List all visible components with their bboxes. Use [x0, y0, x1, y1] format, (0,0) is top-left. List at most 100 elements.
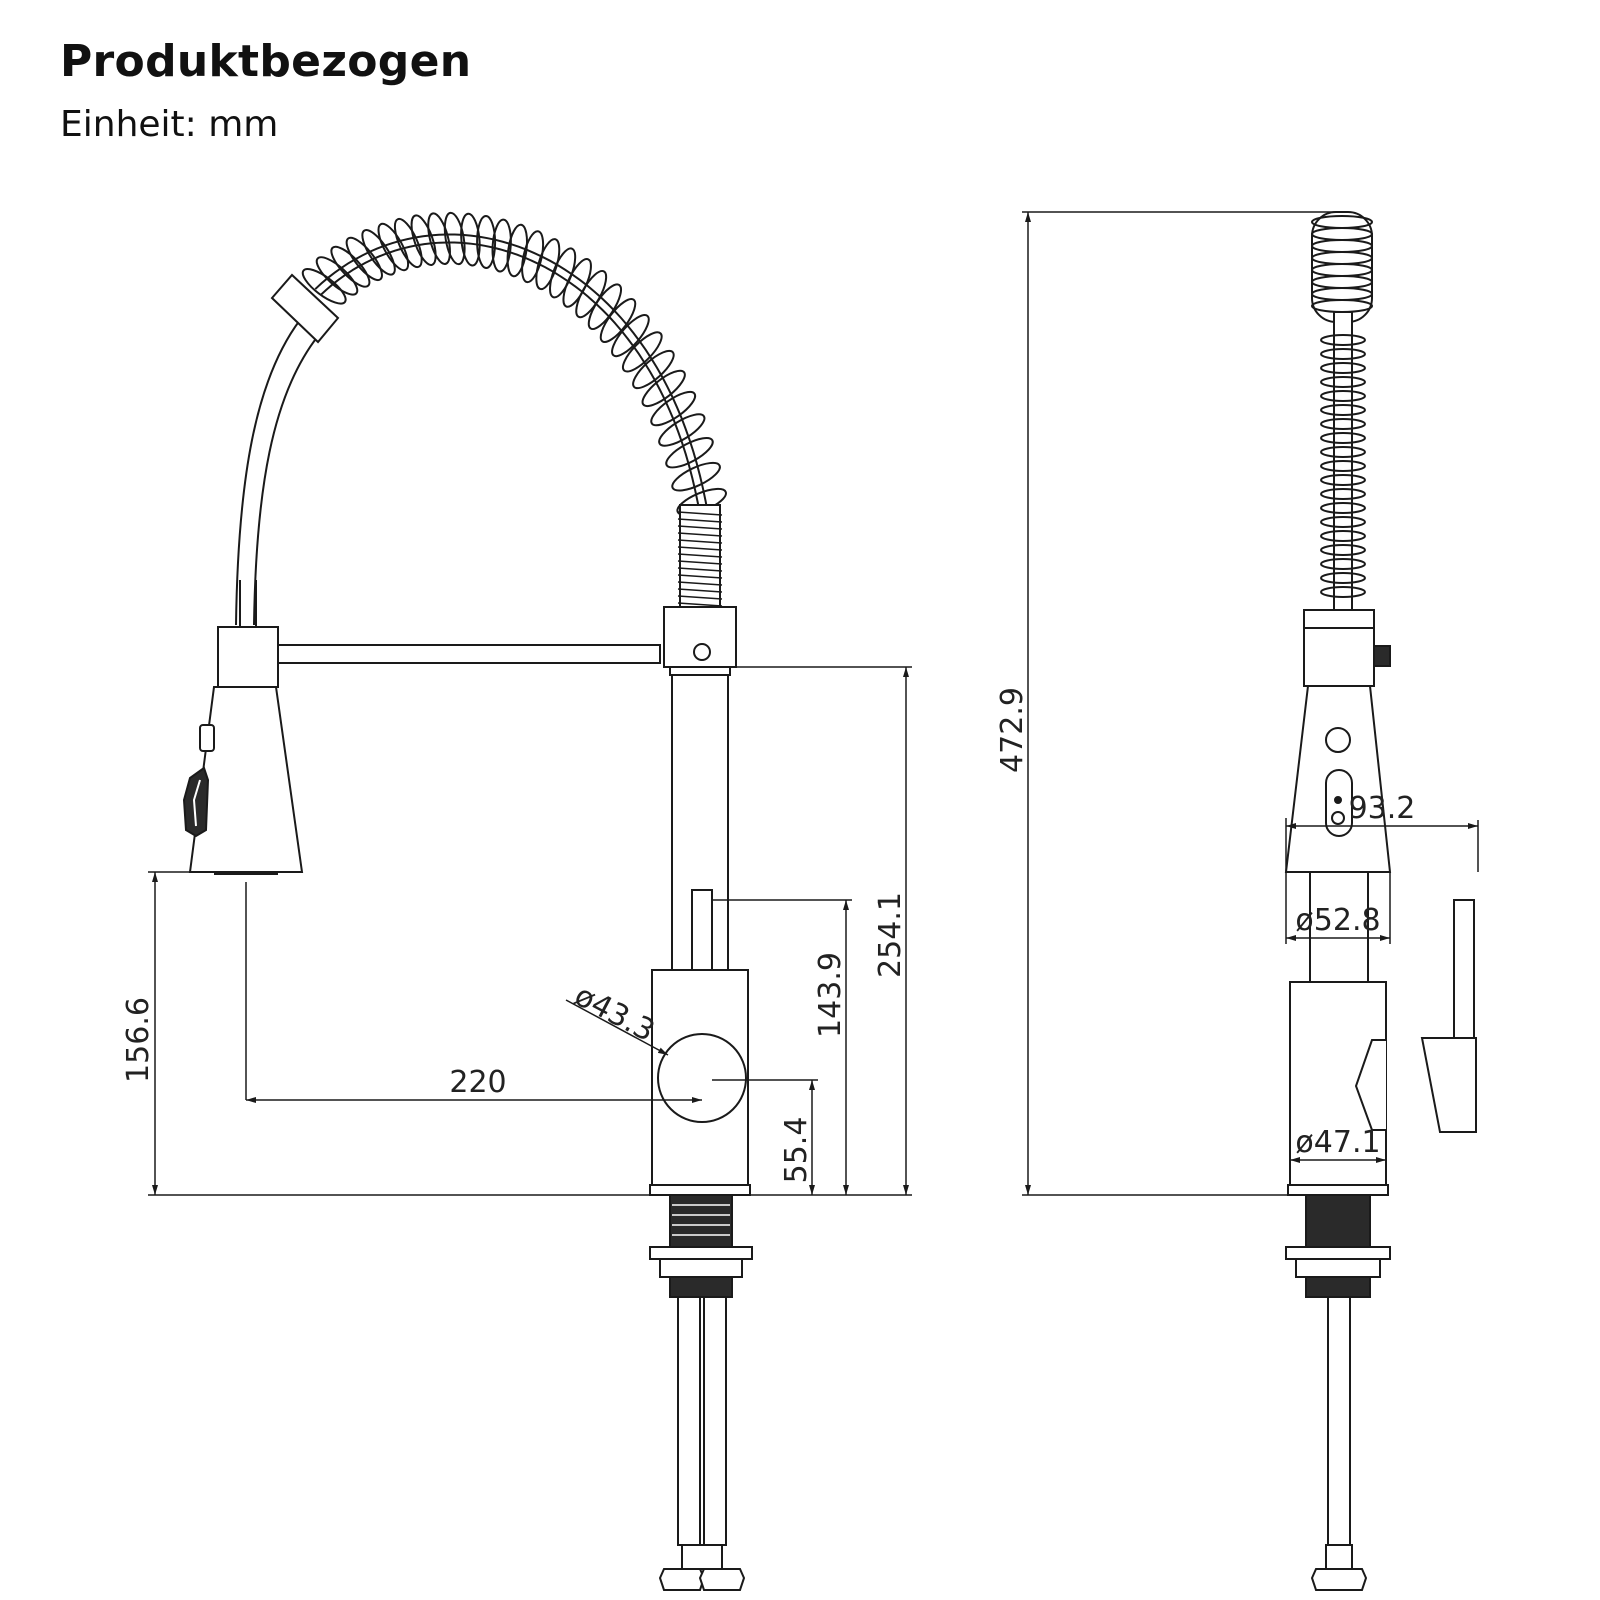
spring-base-turn — [677, 602, 723, 607]
spring-coil-turn — [665, 436, 714, 469]
spring-base-turn — [677, 560, 723, 565]
spring-coil-turn — [671, 461, 721, 492]
side-coil-turn — [1320, 502, 1366, 514]
spring-coil-turn — [330, 245, 371, 288]
spring-base-turn — [677, 546, 723, 551]
side-coil-turn — [1320, 572, 1366, 584]
side-lever-base — [1420, 1037, 1477, 1133]
side-dimension-labels: 472.9 93.2 ø52.8 ø47.1 — [995, 687, 1415, 1160]
hose-nut-left — [658, 1568, 706, 1591]
side-coil-turn — [1320, 488, 1366, 500]
spring-coil-turn — [315, 256, 359, 296]
spring-base-turn — [677, 539, 723, 544]
front-view — [182, 211, 753, 1591]
spring-coil-turn — [460, 212, 481, 267]
dim-sprayer-diameter: ø52.8 — [1295, 903, 1380, 938]
spring-base-turn — [677, 518, 723, 523]
side-view — [1284, 211, 1477, 1591]
front-dimension-labels: 156.6 220 254.1 143.9 55.4 ø43.3 — [121, 892, 908, 1183]
mounting-washer — [649, 1246, 753, 1260]
supply-hose-left — [677, 1296, 701, 1546]
spring-base-turn — [677, 581, 723, 586]
side-coil-turn — [1320, 530, 1366, 542]
spring-base-turn — [677, 588, 723, 593]
side-coil-turn — [1320, 446, 1366, 458]
side-coil-turn — [1320, 586, 1366, 598]
spring-base-turn — [677, 532, 723, 537]
dim-reach: 220 — [449, 1065, 506, 1100]
dim-base-diameter: ø47.1 — [1295, 1125, 1380, 1160]
page-title: Produktbezogen — [60, 36, 472, 87]
side-coil-turn — [1320, 432, 1366, 444]
spring-base-turn — [677, 553, 723, 558]
spring-coil-turn — [611, 314, 650, 358]
side-coil-turn — [1320, 474, 1366, 486]
spring-base-turn — [677, 511, 723, 516]
spring-coil-turn — [506, 223, 528, 278]
spring-coil-turn — [345, 236, 383, 282]
dim-spout-height: 254.1 — [873, 892, 908, 978]
spring-coil — [301, 211, 727, 516]
side-spring-coils — [1320, 334, 1366, 598]
sprayer-paddle — [182, 766, 210, 838]
dim-handle-height: 143.9 — [813, 952, 848, 1038]
front-dimensions — [148, 666, 912, 1196]
spring-coil-turn — [476, 215, 497, 269]
spring-base-turn — [677, 525, 723, 530]
side-shank — [1305, 1194, 1371, 1248]
spring-coil-turn — [301, 268, 347, 305]
sprayer-hose — [235, 319, 301, 626]
side-supply-hose — [1327, 1296, 1351, 1546]
side-coil-turn — [1320, 404, 1366, 416]
spring-base-turn — [677, 574, 723, 579]
spring-coil-turn — [377, 222, 410, 272]
spring-end-cap — [270, 273, 340, 344]
dim-sprayer-width: 93.2 — [1349, 791, 1416, 826]
side-coil-turn — [1320, 558, 1366, 570]
spring-coil-turn — [641, 369, 686, 408]
spring-base-coils — [677, 504, 723, 608]
mounting-nut — [659, 1258, 743, 1278]
spring-coil-turn — [393, 217, 423, 269]
spring-coil-turn — [658, 413, 706, 447]
dim-handle-axis-height: 55.4 — [779, 1117, 814, 1184]
dim-sprayer-clearance: 156.6 — [121, 997, 156, 1083]
side-spring-head — [1311, 211, 1373, 323]
side-collar-knob — [1373, 645, 1391, 667]
spring-base-turn — [677, 595, 723, 600]
collar-screw — [693, 643, 711, 661]
side-coil-turn — [1320, 334, 1366, 346]
mounting-shank — [669, 1194, 733, 1248]
side-coil-turn — [1320, 376, 1366, 388]
holder-arm — [277, 644, 661, 664]
side-body-column — [1309, 871, 1369, 983]
hose-nut-right — [698, 1568, 746, 1591]
side-coil-turn — [1320, 460, 1366, 472]
sprayer-button — [199, 724, 215, 752]
spring-coil-turn — [650, 390, 697, 427]
side-coil-turn — [1320, 516, 1366, 528]
spring-coil-turn — [621, 331, 663, 373]
side-coil-turn — [1320, 418, 1366, 430]
spring-coil-turn — [361, 229, 396, 276]
spring-coil-turn — [491, 218, 512, 273]
supply-hose-right — [703, 1296, 727, 1546]
spring-coil-turn — [410, 214, 437, 266]
spring-coil-turn — [521, 230, 545, 284]
handle-hub — [657, 1033, 747, 1123]
sprayer-hose-outer — [253, 335, 319, 626]
side-coil-turn — [1320, 348, 1366, 360]
side-coil-turn — [1320, 544, 1366, 556]
side-coil-turn — [1320, 362, 1366, 374]
dim-total-height: 472.9 — [995, 687, 1030, 773]
spring-coil-turn — [632, 349, 675, 390]
side-lever — [1453, 899, 1475, 1039]
side-collar — [1303, 609, 1375, 687]
side-dimensions — [1022, 211, 1479, 1196]
side-coil-turn — [1320, 390, 1366, 402]
spring-coil-turn — [599, 298, 637, 343]
spring-base-turn — [677, 567, 723, 572]
spring-coil-turn — [443, 211, 466, 266]
sprayer-holder-ring — [217, 626, 279, 688]
